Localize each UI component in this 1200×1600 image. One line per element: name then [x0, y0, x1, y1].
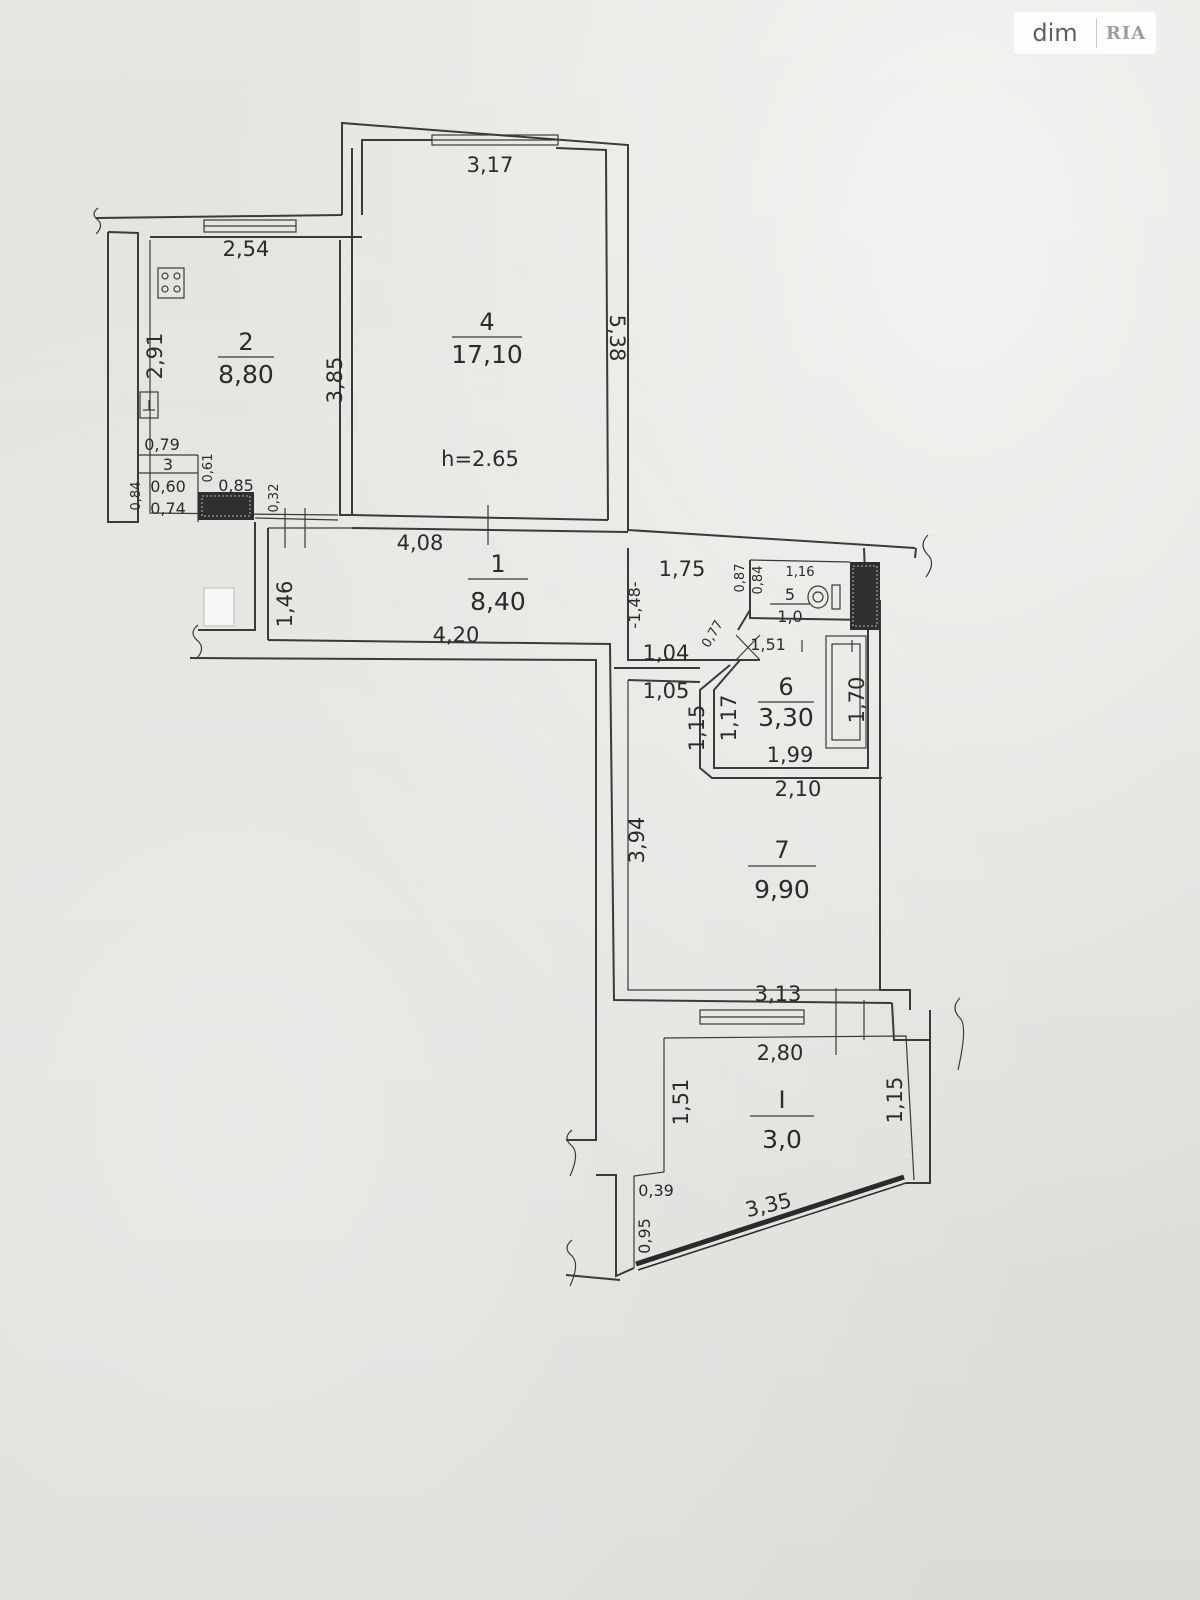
dim-label: 1,51 [750, 635, 786, 654]
room-area-6: 3,30 [758, 703, 814, 732]
dim-label: 1,15 [883, 1077, 907, 1124]
room-number-6: 6 [778, 673, 793, 701]
dim-label: 1,04 [643, 641, 690, 665]
dim-label: 2,80 [757, 1041, 804, 1065]
dim-label: 0,87 [733, 564, 748, 593]
room-number-7: 7 [774, 836, 789, 864]
room-area-5: 1,0 [777, 607, 802, 626]
dim-label: 0,77 [699, 618, 726, 651]
dim-label: 1,99 [767, 743, 814, 767]
dim-label: 1,70 [845, 677, 869, 724]
bathtub-icon [801, 635, 867, 749]
dim-label: -1,48- [625, 581, 644, 628]
room-number-1: 1 [490, 550, 505, 578]
dimension-labels: 3,17 2,54 2,91 3,85 5,38 0,79 0,61 0,84 … [129, 153, 907, 1254]
door-marks [284, 505, 865, 1055]
dim-label: 0,84 [751, 566, 766, 595]
dim-label: 2,54 [223, 237, 270, 261]
stove-icon [157, 267, 185, 299]
room-number-I: I [778, 1086, 785, 1114]
dim-label: 1,17 [717, 695, 741, 742]
room-number-3: 3 [163, 455, 173, 474]
dim-label: 0,74 [150, 499, 186, 518]
room-area-7: 9,90 [754, 875, 810, 904]
room-number-4: 4 [479, 308, 494, 336]
dim-label: 0,79 [144, 435, 180, 454]
dim-label: 3,13 [755, 982, 802, 1006]
dim-label: 0,61 [201, 454, 216, 483]
watermark-dim-text: dim [1014, 18, 1097, 48]
windows [203, 134, 907, 1271]
dim-label: 3,94 [625, 817, 649, 864]
dim-label: 0,39 [638, 1181, 674, 1200]
dim-label: 0,32 [267, 484, 282, 513]
dim-label: 1,15 [685, 705, 709, 752]
dim-label: 2,91 [143, 333, 167, 380]
dim-label: 3,17 [467, 153, 514, 177]
sink-icon [139, 391, 159, 419]
dim-label: 3,85 [323, 357, 347, 404]
room-area-1: 8,40 [470, 587, 526, 616]
ceiling-height: h=2.65 [441, 447, 519, 471]
dim-label: 0,95 [635, 1218, 654, 1254]
dim-label: 1,51 [669, 1079, 693, 1126]
dim-label: 1,05 [643, 679, 690, 703]
room-labels: 4 17,10 h=2.65 2 8,80 3 0,60 1 8,40 5 1,… [150, 308, 816, 1154]
dim-label: 1,75 [659, 557, 706, 581]
room-number-5: 5 [785, 585, 795, 604]
room-area-2: 8,80 [218, 360, 274, 389]
column-block [203, 587, 235, 627]
room-number-2: 2 [238, 328, 253, 356]
room-area-4: 17,10 [451, 340, 523, 369]
break-marks [93, 207, 965, 1287]
dim-label: 4,08 [397, 531, 444, 555]
dim-label: 0,84 [129, 482, 144, 511]
dim-label: 1,46 [273, 581, 297, 628]
room-area-I: 3,0 [762, 1125, 802, 1154]
tiled-floor-icon [198, 492, 880, 630]
watermark-ria-logo: RIA [1105, 22, 1147, 44]
dim-label: 1,16 [786, 565, 815, 580]
dim-label: 2,10 [775, 777, 822, 801]
outer-walls [95, 121, 931, 1281]
dim-ria-watermark: dim RIA [1014, 12, 1156, 54]
dim-label: 5,38 [605, 315, 629, 362]
room-area-3: 0,60 [150, 477, 186, 496]
dim-label: 0,85 [218, 476, 254, 495]
inner-walls [138, 148, 915, 1268]
toilet-icon [807, 584, 841, 610]
dim-label: 4,20 [433, 623, 480, 647]
